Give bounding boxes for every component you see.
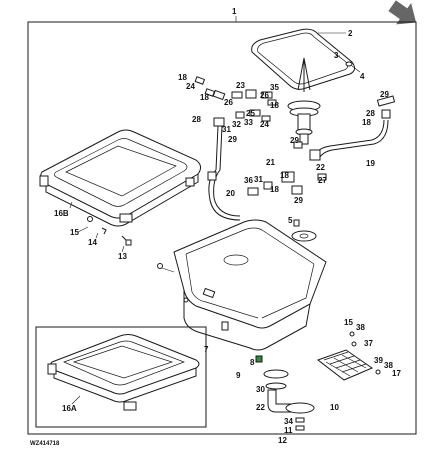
callout-26-b: 26 (260, 91, 269, 100)
callout-18-b: 18 (200, 93, 209, 102)
callout-27: 27 (318, 176, 327, 185)
callout-34: 34 (284, 417, 293, 426)
callout-15-left: 15 (70, 228, 79, 237)
main-frame (27, 21, 417, 435)
part-6-plate (291, 219, 317, 242)
callout-24-a: 24 (186, 82, 195, 91)
callout-23: 23 (236, 81, 245, 90)
callout-38-b: 38 (384, 361, 393, 370)
upper-fitting-cluster (194, 76, 277, 171)
callout-38-a: 38 (356, 323, 365, 332)
part-2-top-frame (251, 28, 356, 90)
callout-29-c: 29 (290, 136, 299, 145)
callout-39: 39 (374, 356, 383, 365)
callout-31-b: 31 (254, 175, 263, 184)
callout-10: 10 (330, 403, 339, 412)
inset-frame-16a (35, 326, 207, 428)
diagram-code: WZ414718 (30, 441, 60, 447)
callout-30: 30 (256, 385, 265, 394)
callout-31-a: 31 (222, 125, 231, 134)
drain-assembly (255, 355, 315, 431)
callout-36: 36 (244, 176, 253, 185)
callout-18-e: 18 (280, 171, 289, 180)
callout-16b: 16B (54, 209, 69, 218)
callout-13: 13 (118, 252, 127, 261)
part-5-support (287, 57, 321, 145)
callout-19: 19 (366, 159, 375, 168)
part-7-tub (173, 219, 327, 351)
callout-17: 17 (392, 369, 401, 378)
part-16b-lid (39, 129, 202, 227)
callout-26-a: 26 (224, 98, 233, 107)
callout-2: 2 (348, 29, 353, 38)
callout-9: 9 (236, 371, 241, 380)
part-16a-lid (47, 334, 200, 411)
callout-35: 35 (270, 83, 279, 92)
callout-16a: 16A (62, 404, 77, 413)
callout-8: 8 (250, 358, 255, 367)
callout-18-c: 18 (270, 101, 279, 110)
callout-29-a: 29 (228, 135, 237, 144)
callout-12: 12 (278, 436, 287, 445)
callout-24-b: 24 (260, 120, 269, 129)
callout-7: 7 (204, 345, 209, 354)
callout-18-d: 18 (362, 118, 371, 127)
part-8-green-gasket (255, 355, 263, 363)
callout-33: 33 (244, 118, 253, 127)
callout-20: 20 (226, 189, 235, 198)
callout-22-b: 22 (256, 403, 265, 412)
callout-15-right: 15 (344, 318, 353, 327)
callout-22: 22 (316, 163, 325, 172)
callout-21: 21 (266, 158, 275, 167)
callout-18-a: 18 (178, 73, 187, 82)
right-hose-assembly (293, 95, 396, 181)
next-page-arrow-icon[interactable] (386, 0, 423, 32)
callout-11: 11 (284, 426, 293, 435)
callout-5: 5 (288, 216, 293, 225)
floor-grate (316, 349, 374, 381)
callout-18-f: 18 (270, 185, 279, 194)
callout-32: 32 (232, 120, 241, 129)
middle-fitting-cluster (207, 169, 303, 221)
callout-25: 25 (246, 109, 255, 118)
callout-14: 14 (88, 238, 97, 247)
callout-3: 3 (334, 51, 339, 60)
callout-4: 4 (360, 72, 365, 81)
callout-37: 37 (364, 339, 373, 348)
callout-1: 1 (232, 7, 237, 16)
callout-29-b: 29 (380, 90, 389, 99)
callout-28-a: 28 (192, 115, 201, 124)
callout-28-b: 28 (366, 109, 375, 118)
callout-29-d: 29 (294, 196, 303, 205)
